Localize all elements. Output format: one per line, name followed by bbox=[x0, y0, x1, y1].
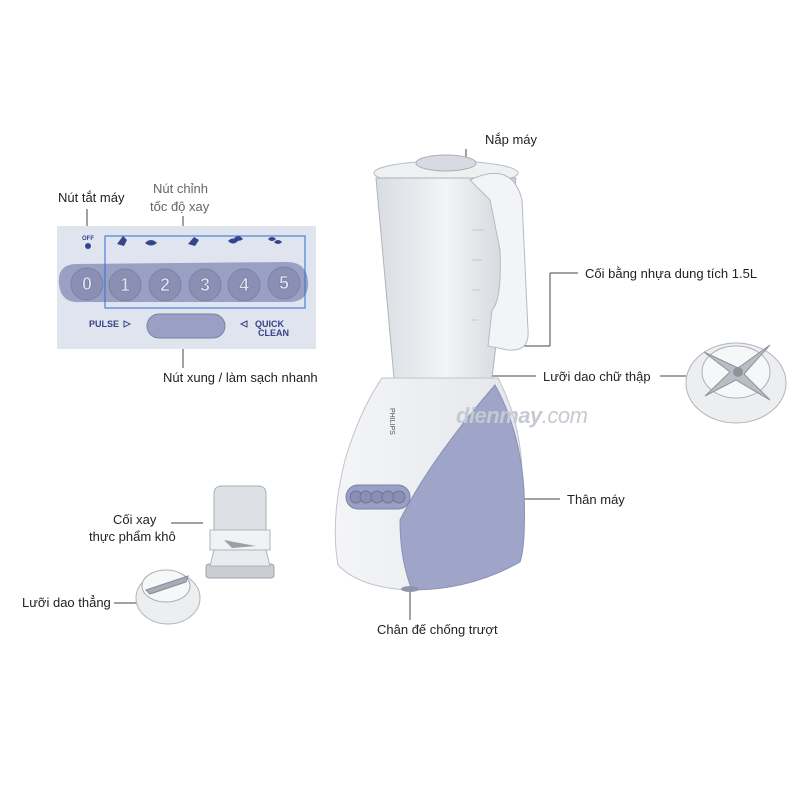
base-buttons bbox=[349, 490, 406, 504]
button-0-label: 0 bbox=[82, 274, 92, 294]
button-5-label: 5 bbox=[279, 273, 289, 293]
label-lid: Nắp máy bbox=[485, 132, 538, 147]
watermark: dienmay.com bbox=[456, 403, 588, 429]
speed-buttons bbox=[70, 266, 301, 302]
label-dry-mill-line2: thực phẩm khô bbox=[89, 529, 176, 544]
quick-clean-line1: QUICK bbox=[255, 319, 285, 329]
label-jar: Cối bằng nhựa dung tích 1.5L bbox=[585, 266, 758, 281]
button-4-label: 4 bbox=[239, 275, 249, 295]
cross-blade-hub bbox=[733, 367, 743, 377]
button-2 bbox=[148, 268, 182, 302]
pulse-text: PULSE bbox=[89, 319, 119, 329]
watermark-main: dienmay bbox=[456, 403, 542, 428]
button-1-label: 1 bbox=[120, 275, 130, 295]
jar-handle bbox=[469, 172, 529, 351]
pulse-arrow-icon bbox=[123, 320, 132, 328]
watermark-suffix: .com bbox=[541, 403, 588, 428]
label-straight-blade: Lưỡi dao thẳng bbox=[22, 595, 111, 610]
label-speed-line1: Nút chỉnh bbox=[153, 181, 208, 196]
speed-highlight-box bbox=[104, 235, 306, 309]
off-dot-icon bbox=[85, 243, 91, 249]
speed-2-icon bbox=[145, 240, 157, 246]
straight-blade bbox=[145, 575, 189, 595]
control-panel-art: OFF 0 1 2 3 4 5 PULSE bbox=[58, 235, 309, 339]
lid-cap bbox=[415, 154, 477, 172]
button-3 bbox=[188, 268, 222, 302]
off-text: OFF bbox=[82, 236, 94, 242]
label-body: Thân máy bbox=[567, 492, 625, 507]
quick-clean-arrow-icon bbox=[239, 320, 248, 328]
label-cross-blade: Lưỡi dao chữ thập bbox=[543, 369, 651, 384]
brand-text: PHILIPS bbox=[388, 408, 395, 435]
button-5 bbox=[267, 266, 301, 300]
anti-slip-foot bbox=[401, 586, 419, 592]
speed-5-icon bbox=[268, 237, 282, 244]
button-0 bbox=[70, 267, 104, 301]
quick-clean-line2: CLEAN bbox=[258, 328, 289, 338]
dry-mill-cup bbox=[213, 485, 267, 531]
jar-scale bbox=[472, 229, 484, 321]
label-speed-line2: tốc độ xay bbox=[150, 199, 210, 214]
button-4 bbox=[227, 268, 261, 302]
label-off-button: Nút tắt máy bbox=[58, 190, 125, 205]
label-pulse-clean: Nút xung / làm sạch nhanh bbox=[163, 370, 318, 385]
speed-3-icon bbox=[188, 237, 199, 246]
label-feet: Chân đế chống trượt bbox=[377, 622, 498, 637]
pulse-clean-button bbox=[146, 313, 226, 339]
speed-4-icon bbox=[228, 236, 243, 244]
speed-icons bbox=[117, 236, 282, 246]
button-1 bbox=[108, 268, 142, 302]
speed-1-icon bbox=[117, 236, 127, 246]
control-panel-closeup: OFF 0 1 2 3 4 5 PULSE bbox=[57, 226, 316, 349]
base-purple bbox=[399, 384, 525, 591]
label-dry-mill-line1: Cối xay bbox=[113, 512, 157, 527]
button-3-label: 3 bbox=[200, 275, 210, 295]
button-2-label: 2 bbox=[160, 275, 170, 295]
